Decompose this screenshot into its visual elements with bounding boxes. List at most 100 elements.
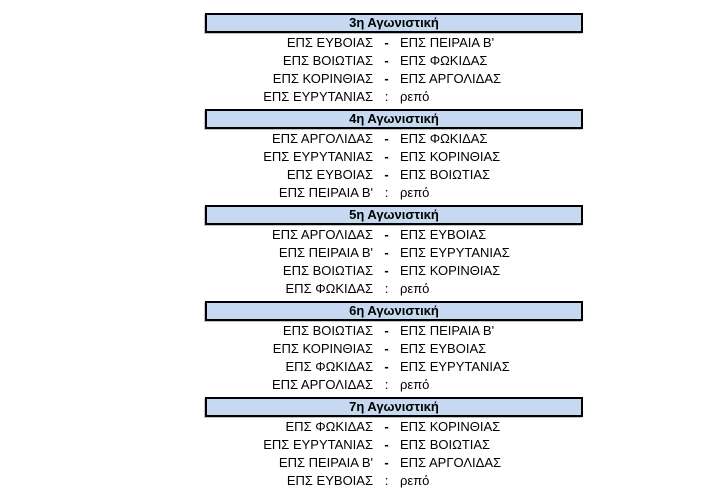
matchday-section: 6η Αγωνιστική ΕΠΣ ΒΟΙΩΤΙΑΣ - ΕΠΣ ΠΕΙΡΑΙΑ… — [205, 301, 583, 394]
matchday-header: 5η Αγωνιστική — [205, 205, 583, 225]
matchday-header: 3η Αγωνιστική — [205, 13, 583, 33]
home-team: ΕΠΣ ΦΩΚΙΔΑΣ — [285, 281, 373, 296]
fixture-row: ΕΠΣ ΠΕΙΡΑΙΑ Β' - ΕΠΣ ΕΥΡΥΤΑΝΙΑΣ — [205, 244, 583, 262]
home-team: ΕΠΣ ΚΟΡΙΝΘΙΑΣ — [272, 341, 373, 356]
fixture-row: ΕΠΣ ΚΟΡΙΝΘΙΑΣ - ΕΠΣ ΕΥΒΟΙΑΣ — [205, 340, 583, 358]
home-team: ΕΠΣ ΦΩΚΙΔΑΣ — [285, 359, 373, 374]
separator: - — [384, 419, 389, 434]
fixture-row: ΕΠΣ ΑΡΓΟΛΙΔΑΣ : ρεπό — [205, 376, 583, 394]
fixture-row: ΕΠΣ ΕΥΒΟΙΑΣ : ρεπό — [205, 472, 583, 490]
fixture-row: ΕΠΣ ΚΟΡΙΝΘΙΑΣ - ΕΠΣ ΑΡΓΟΛΙΔΑΣ — [205, 70, 583, 88]
fixture-row: ΕΠΣ ΒΟΙΩΤΙΑΣ - ΕΠΣ ΦΩΚΙΔΑΣ — [205, 52, 583, 70]
fixture-row: ΕΠΣ ΠΕΙΡΑΙΑ Β' - ΕΠΣ ΑΡΓΟΛΙΔΑΣ — [205, 454, 583, 472]
fixture-row: ΕΠΣ ΒΟΙΩΤΙΑΣ - ΕΠΣ ΚΟΡΙΝΘΙΑΣ — [205, 262, 583, 280]
home-team: ΕΠΣ ΒΟΙΩΤΙΑΣ — [282, 53, 373, 68]
home-team: ΕΠΣ ΕΥΒΟΙΑΣ — [286, 167, 373, 182]
fixture-row: ΕΠΣ ΠΕΙΡΑΙΑ Β' : ρεπό — [205, 184, 583, 202]
home-team: ΕΠΣ ΑΡΓΟΛΙΔΑΣ — [271, 227, 373, 242]
matchday-rows: ΕΠΣ ΦΩΚΙΔΑΣ - ΕΠΣ ΚΟΡΙΝΘΙΑΣ ΕΠΣ ΕΥΡΥΤΑΝΙ… — [205, 417, 583, 490]
matchday-rows: ΕΠΣ ΕΥΒΟΙΑΣ - ΕΠΣ ΠΕΙΡΑΙΑ Β' ΕΠΣ ΒΟΙΩΤΙΑ… — [205, 33, 583, 106]
home-team: ΕΠΣ ΕΥΒΟΙΑΣ — [286, 473, 373, 488]
away-team: ΕΠΣ ΚΟΡΙΝΘΙΑΣ — [400, 419, 501, 434]
away-team: ΕΠΣ ΦΩΚΙΔΑΣ — [400, 131, 488, 146]
separator: : — [384, 377, 389, 392]
matchday-header-title: 6η Αγωνιστική — [349, 303, 439, 318]
away-team: ρεπό — [400, 89, 430, 104]
fixture-row: ΕΠΣ ΦΩΚΙΔΑΣ : ρεπό — [205, 280, 583, 298]
matchday-section: 5η Αγωνιστική ΕΠΣ ΑΡΓΟΛΙΔΑΣ - ΕΠΣ ΕΥΒΟΙΑ… — [205, 205, 583, 298]
separator: - — [384, 227, 389, 242]
separator: - — [384, 131, 389, 146]
matchday-header-title: 5η Αγωνιστική — [349, 207, 439, 222]
home-team: ΕΠΣ ΕΥΡΥΤΑΝΙΑΣ — [263, 89, 373, 104]
separator: : — [384, 281, 389, 296]
home-team: ΕΠΣ ΠΕΙΡΑΙΑ Β' — [278, 185, 373, 200]
fixture-row: ΕΠΣ ΕΥΡΥΤΑΝΙΑΣ - ΕΠΣ ΒΟΙΩΤΙΑΣ — [205, 436, 583, 454]
home-team: ΕΠΣ ΕΥΡΥΤΑΝΙΑΣ — [263, 437, 373, 452]
home-team: ΕΠΣ ΑΡΓΟΛΙΔΑΣ — [271, 377, 373, 392]
away-team: ΕΠΣ ΕΥΒΟΙΑΣ — [400, 341, 487, 356]
home-team: ΕΠΣ ΑΡΓΟΛΙΔΑΣ — [271, 131, 373, 146]
away-team: ΕΠΣ ΕΥΒΟΙΑΣ — [400, 227, 487, 242]
away-team: ΕΠΣ ΕΥΡΥΤΑΝΙΑΣ — [400, 245, 510, 260]
separator: - — [384, 359, 389, 374]
fixture-row: ΕΠΣ ΦΩΚΙΔΑΣ - ΕΠΣ ΕΥΡΥΤΑΝΙΑΣ — [205, 358, 583, 376]
separator: - — [384, 245, 389, 260]
away-team: ρεπό — [400, 377, 430, 392]
separator: - — [384, 263, 389, 278]
matchday-section: 7η Αγωνιστική ΕΠΣ ΦΩΚΙΔΑΣ - ΕΠΣ ΚΟΡΙΝΘΙΑ… — [205, 397, 583, 490]
separator: - — [384, 35, 389, 50]
separator: - — [384, 71, 389, 86]
separator: - — [384, 323, 389, 338]
matchday-header-title: 3η Αγωνιστική — [349, 15, 439, 30]
fixture-row: ΕΠΣ ΑΡΓΟΛΙΔΑΣ - ΕΠΣ ΕΥΒΟΙΑΣ — [205, 226, 583, 244]
away-team: ΕΠΣ ΕΥΡΥΤΑΝΙΑΣ — [400, 359, 510, 374]
separator: - — [384, 53, 389, 68]
separator: : — [384, 185, 389, 200]
separator: : — [384, 473, 389, 488]
fixture-row: ΕΠΣ ΕΥΒΟΙΑΣ - ΕΠΣ ΒΟΙΩΤΙΑΣ — [205, 166, 583, 184]
matchday-header: 7η Αγωνιστική — [205, 397, 583, 417]
separator: - — [384, 455, 389, 470]
matchday-header-title: 4η Αγωνιστική — [349, 111, 439, 126]
fixture-row: ΕΠΣ ΑΡΓΟΛΙΔΑΣ - ΕΠΣ ΦΩΚΙΔΑΣ — [205, 130, 583, 148]
home-team: ΕΠΣ ΒΟΙΩΤΙΑΣ — [282, 323, 373, 338]
matchday-header-title: 7η Αγωνιστική — [349, 399, 439, 414]
away-team: ρεπό — [400, 185, 430, 200]
home-team: ΕΠΣ ΚΟΡΙΝΘΙΑΣ — [272, 71, 373, 86]
matchday-rows: ΕΠΣ ΑΡΓΟΛΙΔΑΣ - ΕΠΣ ΕΥΒΟΙΑΣ ΕΠΣ ΠΕΙΡΑΙΑ … — [205, 225, 583, 298]
fixture-row: ΕΠΣ ΒΟΙΩΤΙΑΣ - ΕΠΣ ΠΕΙΡΑΙΑ Β' — [205, 322, 583, 340]
away-team: ΕΠΣ ΠΕΙΡΑΙΑ Β' — [400, 35, 495, 50]
matchday-section: 4η Αγωνιστική ΕΠΣ ΑΡΓΟΛΙΔΑΣ - ΕΠΣ ΦΩΚΙΔΑ… — [205, 109, 583, 202]
home-team: ΕΠΣ ΕΥΡΥΤΑΝΙΑΣ — [263, 149, 373, 164]
separator: - — [384, 167, 389, 182]
fixture-schedule: 3η Αγωνιστική ΕΠΣ ΕΥΒΟΙΑΣ - ΕΠΣ ΠΕΙΡΑΙΑ … — [205, 13, 583, 493]
fixture-row: ΕΠΣ ΕΥΒΟΙΑΣ - ΕΠΣ ΠΕΙΡΑΙΑ Β' — [205, 34, 583, 52]
matchday-rows: ΕΠΣ ΑΡΓΟΛΙΔΑΣ - ΕΠΣ ΦΩΚΙΔΑΣ ΕΠΣ ΕΥΡΥΤΑΝΙ… — [205, 129, 583, 202]
away-team: ΕΠΣ ΒΟΙΩΤΙΑΣ — [400, 437, 491, 452]
away-team: ΕΠΣ ΑΡΓΟΛΙΔΑΣ — [400, 71, 502, 86]
home-team: ΕΠΣ ΠΕΙΡΑΙΑ Β' — [278, 245, 373, 260]
home-team: ΕΠΣ ΦΩΚΙΔΑΣ — [285, 419, 373, 434]
away-team: ρεπό — [400, 281, 430, 296]
home-team: ΕΠΣ ΕΥΒΟΙΑΣ — [286, 35, 373, 50]
matchday-header: 6η Αγωνιστική — [205, 301, 583, 321]
separator: - — [384, 341, 389, 356]
home-team: ΕΠΣ ΠΕΙΡΑΙΑ Β' — [278, 455, 373, 470]
matchday-section: 3η Αγωνιστική ΕΠΣ ΕΥΒΟΙΑΣ - ΕΠΣ ΠΕΙΡΑΙΑ … — [205, 13, 583, 106]
home-team: ΕΠΣ ΒΟΙΩΤΙΑΣ — [282, 263, 373, 278]
fixture-row: ΕΠΣ ΕΥΡΥΤΑΝΙΑΣ - ΕΠΣ ΚΟΡΙΝΘΙΑΣ — [205, 148, 583, 166]
away-team: ΕΠΣ ΠΕΙΡΑΙΑ Β' — [400, 323, 495, 338]
away-team: ΕΠΣ ΚΟΡΙΝΘΙΑΣ — [400, 263, 501, 278]
away-team: ΕΠΣ ΑΡΓΟΛΙΔΑΣ — [400, 455, 502, 470]
separator: - — [384, 149, 389, 164]
away-team: ρεπό — [400, 473, 430, 488]
separator: : — [384, 89, 389, 104]
away-team: ΕΠΣ ΚΟΡΙΝΘΙΑΣ — [400, 149, 501, 164]
away-team: ΕΠΣ ΒΟΙΩΤΙΑΣ — [400, 167, 491, 182]
matchday-rows: ΕΠΣ ΒΟΙΩΤΙΑΣ - ΕΠΣ ΠΕΙΡΑΙΑ Β' ΕΠΣ ΚΟΡΙΝΘ… — [205, 321, 583, 394]
away-team: ΕΠΣ ΦΩΚΙΔΑΣ — [400, 53, 488, 68]
matchday-header: 4η Αγωνιστική — [205, 109, 583, 129]
fixture-row: ΕΠΣ ΦΩΚΙΔΑΣ - ΕΠΣ ΚΟΡΙΝΘΙΑΣ — [205, 418, 583, 436]
fixture-row: ΕΠΣ ΕΥΡΥΤΑΝΙΑΣ : ρεπό — [205, 88, 583, 106]
